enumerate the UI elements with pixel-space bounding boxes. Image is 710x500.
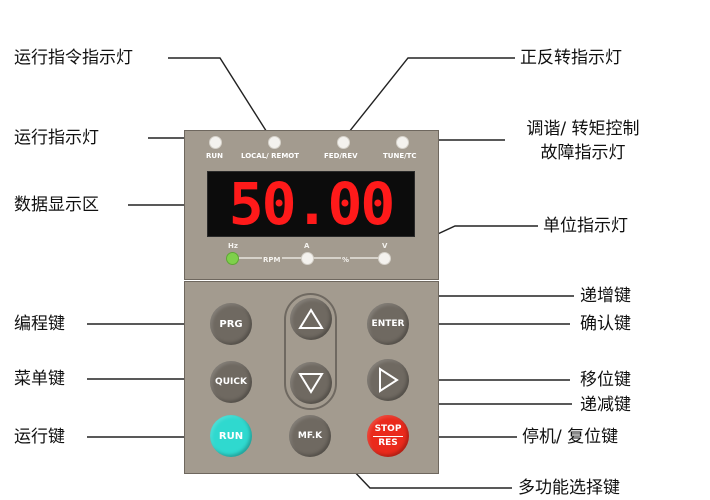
triangle-down-icon (298, 373, 324, 394)
down-button[interactable] (290, 362, 332, 404)
line-fwd-rev-led (344, 57, 515, 138)
display-value: 50.00 (228, 170, 396, 238)
label-fwd-rev-led: 正反转指示灯 (520, 48, 622, 68)
up-down-key-frame (284, 293, 337, 410)
run-led (209, 136, 222, 149)
fwd-rev-led (337, 136, 350, 149)
label-menu-key: 菜单键 (14, 369, 65, 389)
label-shift-key: 移位键 (580, 370, 631, 390)
hz-unit-led (226, 252, 239, 265)
stop-button-divider (373, 435, 403, 437)
fwd-rev-led-label: FED/REV (324, 152, 358, 160)
label-tune-line1: 调谐/ 转矩控制 (526, 119, 640, 139)
label-increment-key: 递增键 (580, 286, 631, 306)
a-unit-led (301, 252, 314, 265)
stop-label: STOP (374, 423, 402, 434)
label-run-led: 运行指示灯 (14, 128, 99, 148)
mfk-button[interactable]: MF.K (289, 415, 331, 457)
unit-a-label: A (304, 242, 310, 250)
label-program-key: 编程键 (14, 314, 65, 334)
v-unit-led (378, 252, 391, 265)
label-multifunction-key: 多功能选择键 (518, 478, 620, 498)
label-unit-led: 单位指示灯 (543, 216, 628, 236)
prg-button[interactable]: PRG (210, 303, 252, 345)
label-confirm-key: 确认键 (580, 314, 631, 334)
run-led-label: RUN (206, 152, 223, 160)
unit-hz-label: Hz (228, 242, 238, 250)
reset-label: RES (378, 437, 398, 448)
unit-v-label: V (382, 242, 388, 250)
unit-percent-label: % (341, 256, 351, 264)
shift-button[interactable] (367, 359, 409, 401)
local-remote-led-label: LOCAL/ REMOT (241, 152, 300, 160)
stop-reset-button[interactable]: STOP RES (367, 415, 409, 457)
label-decrement-key: 递减键 (580, 395, 631, 415)
label-run-command-led: 运行指令指示灯 (14, 48, 133, 68)
tune-tc-led (396, 136, 409, 149)
line-run-cmd-led (168, 57, 271, 138)
enter-button[interactable]: ENTER (367, 303, 409, 345)
label-run-key: 运行键 (14, 427, 65, 447)
up-button[interactable] (290, 298, 332, 340)
led-display: 50.00 (207, 171, 415, 237)
triangle-right-icon (379, 367, 399, 393)
local-remote-led (268, 136, 281, 149)
quick-button[interactable]: QUICK (210, 361, 252, 403)
tune-tc-led-label: TUNE/TC (383, 152, 417, 160)
unit-rpm-label: RPM (262, 256, 282, 264)
label-display-area: 数据显示区 (14, 195, 99, 215)
triangle-up-icon (298, 308, 324, 329)
label-tune-line2: 故障指示灯 (540, 143, 626, 163)
label-stop-reset-key: 停机/ 复位键 (522, 427, 619, 447)
run-button[interactable]: RUN (210, 415, 252, 457)
